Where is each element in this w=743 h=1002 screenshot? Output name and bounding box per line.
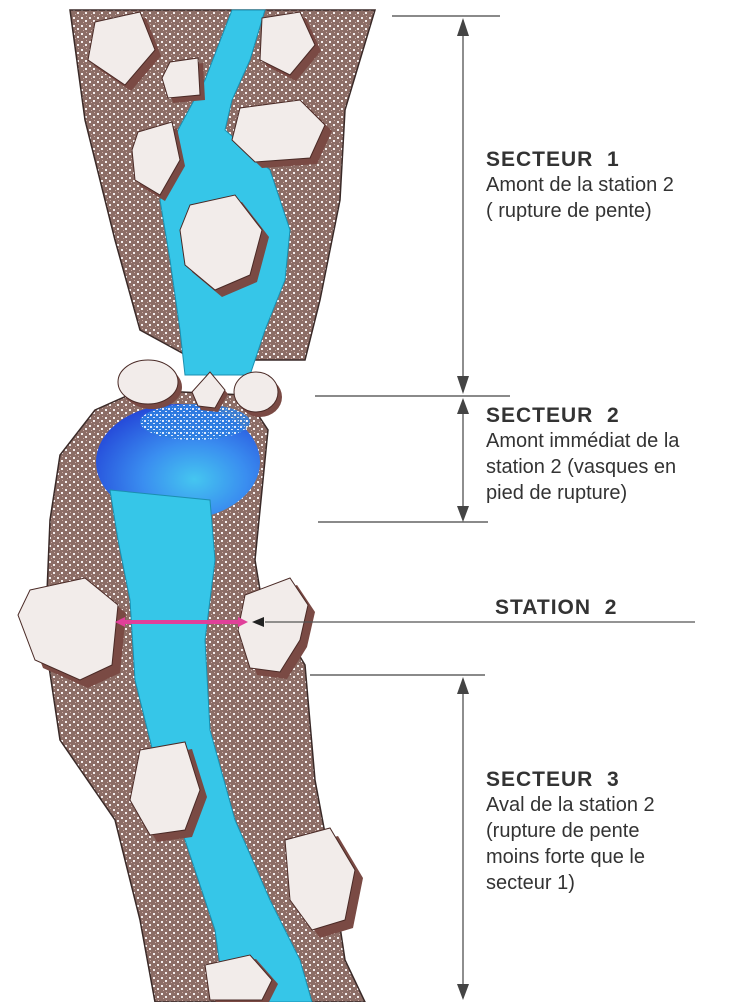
sector-3-line-4: secteur 1) — [486, 870, 655, 896]
sector-2-line-3: pied de rupture) — [486, 480, 679, 506]
sector-2-line-2: station 2 (vasques en — [486, 454, 679, 480]
sector-3-line-1: Aval de la station 2 — [486, 792, 655, 818]
sector-3-line-3: moins forte que le — [486, 844, 655, 870]
sector-3-title: SECTEUR 3 — [486, 768, 655, 792]
sector-2-line-1: Amont immédiat de la — [486, 428, 679, 454]
pool-foam — [140, 404, 250, 440]
sector-2-label: SECTEUR 2 Amont immédiat de la station 2… — [486, 404, 679, 506]
sector-1-line-1: Amont de la station 2 — [486, 172, 674, 198]
sector-2-title: SECTEUR 2 — [486, 404, 679, 428]
sector-1-title: SECTEUR 1 — [486, 148, 674, 172]
station-2-label: STATION 2 — [495, 596, 617, 620]
boulder — [162, 58, 205, 103]
sector-3-label: SECTEUR 3 Aval de la station 2 (rupture … — [486, 768, 655, 896]
sector-1-label: SECTEUR 1 Amont de la station 2 ( ruptur… — [486, 148, 674, 224]
sector-1-line-2: ( rupture de pente) — [486, 198, 674, 224]
sector-3-line-2: (rupture de pente — [486, 818, 655, 844]
